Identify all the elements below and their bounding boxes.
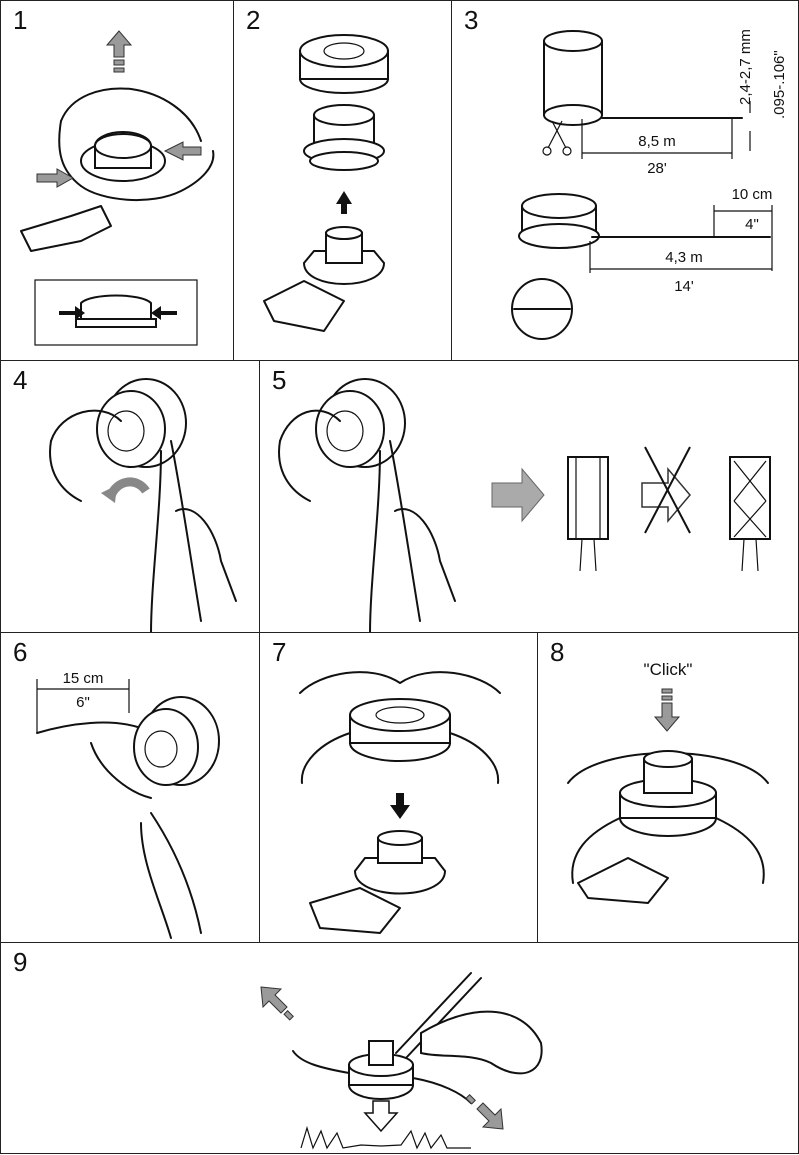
- free-end-in-label: 6": [76, 694, 90, 711]
- scissors-icon: [543, 121, 571, 155]
- step-9-panel: 9: [0, 942, 799, 1154]
- arrow-down-icon: [655, 689, 679, 731]
- spool-good-icon: [568, 457, 608, 571]
- step-2-panel: 2: [233, 0, 452, 361]
- wire-diameter-mm-label: 2,4-2,7 mm: [737, 29, 754, 105]
- click-sound-label: "Click": [644, 660, 693, 679]
- spool-bad-icon: [730, 457, 770, 571]
- half-length-ft-label: 14': [674, 278, 694, 295]
- total-length-ft-label: 28': [647, 160, 667, 177]
- step-1-panel: 1: [0, 0, 234, 361]
- step-5-panel: 5: [259, 360, 799, 633]
- end-length-cm-label: 10 cm: [732, 186, 773, 203]
- half-length-m-label: 4,3 m: [665, 249, 703, 266]
- arrow-up-left-icon: [261, 987, 293, 1020]
- arrow-down-icon: [365, 1101, 397, 1131]
- step-2-illustration: [234, 1, 453, 362]
- arrow-down-icon: [390, 793, 410, 819]
- rotate-arrow-icon: [101, 482, 146, 503]
- arrow-up-icon: [336, 191, 352, 214]
- free-end-cm-label: 15 cm: [63, 670, 104, 687]
- total-length-m-label: 8,5 m: [638, 133, 676, 150]
- step-8-illustration: "Click": [538, 633, 799, 944]
- step-5-illustration: [260, 361, 799, 634]
- arrow-left-icon: [165, 142, 201, 160]
- step-4-illustration: [1, 361, 261, 634]
- step-8-panel: 8 "Click": [537, 632, 799, 943]
- step-3-illustration: 8,5 m 28' 2,4-2,7 mm .095-.106" 10 cm 4"…: [452, 1, 799, 362]
- arrow-right-icon: [492, 469, 544, 521]
- step-3-panel: 3 8,5 m 28' 2,4-2,7 mm .095-.106" 10 cm …: [451, 0, 799, 361]
- step-9-illustration: [1, 943, 799, 1155]
- arrow-up-icon: [107, 31, 131, 72]
- step-1-illustration: [1, 1, 235, 362]
- arrow-down-right-icon: [466, 1095, 503, 1129]
- step-7-panel: 7: [259, 632, 538, 943]
- step-7-illustration: [260, 633, 539, 944]
- step-6-illustration: 15 cm 6": [1, 633, 261, 944]
- wire-diameter-in-label: .095-.106": [771, 50, 788, 119]
- step-6-panel: 6 15 cm 6": [0, 632, 260, 943]
- end-length-in-label: 4": [745, 216, 759, 233]
- step-4-panel: 4: [0, 360, 260, 633]
